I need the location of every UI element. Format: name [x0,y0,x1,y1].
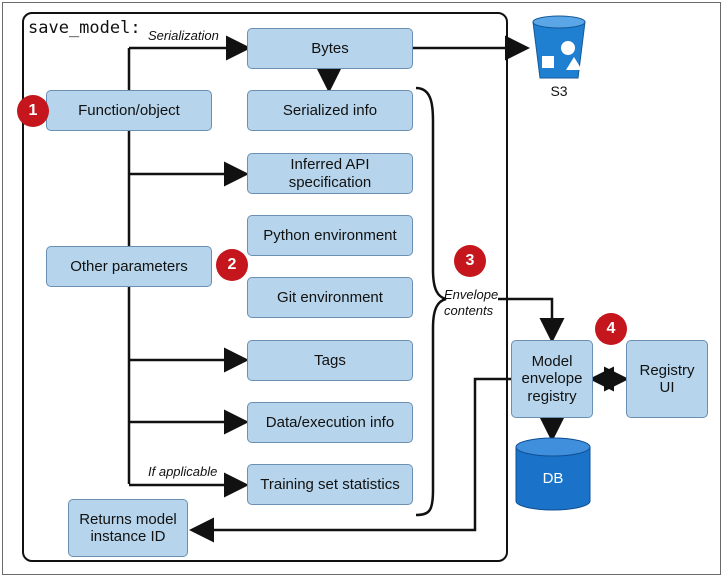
model-envelope-registry-box: Model envelope registry [511,340,593,418]
serialized-info-box: Serialized info [247,90,413,131]
tags-box: Tags [247,340,413,381]
git-env-box: Git environment [247,277,413,318]
training-stats-box: Training set statistics [247,464,413,505]
python-env-box: Python environment [247,215,413,256]
returns-id-box: Returns model instance ID [68,499,188,557]
other-parameters-box: Other parameters [46,246,212,287]
db-cylinder-icon [515,437,591,511]
step-badge-4: 4 [595,313,627,345]
save-model-panel [22,12,508,562]
bytes-label: Bytes [311,39,349,57]
db-label: DB [542,470,564,487]
s3-bucket-icon [532,15,586,79]
python-env-label: Python environment [263,226,397,244]
serialization-label: Serialization [148,28,219,43]
serialized-info-label: Serialized info [282,101,378,119]
data-execution-box: Data/execution info [247,402,413,443]
data-execution-label: Data/execution info [265,413,395,431]
registry-ui-label: Registry UI [639,361,695,396]
bytes-box: Bytes [247,28,413,69]
api-spec-label: Inferred API specification [288,156,372,191]
registry-ui-box: Registry UI [626,340,708,418]
if-applicable-label: If applicable [148,464,218,479]
step-badge-1: 1 [17,95,49,127]
other-parameters-label: Other parameters [70,257,188,275]
model-envelope-registry-label: Model envelope registry [521,353,583,405]
envelope-contents-label: Envelope contents [444,287,499,318]
git-env-label: Git environment [277,288,383,306]
step-badge-2: 2 [216,249,248,281]
returns-id-label: Returns model instance ID [79,510,177,545]
function-object-box: Function/object [46,90,212,131]
s3-label: S3 [550,83,568,99]
tags-label: Tags [314,351,346,369]
function-object-label: Function/object [78,101,180,119]
api-spec-box: Inferred API specification [247,153,413,194]
step-badge-3: 3 [454,245,486,277]
training-stats-label: Training set statistics [260,475,400,493]
function-title: save_model: [28,18,141,38]
